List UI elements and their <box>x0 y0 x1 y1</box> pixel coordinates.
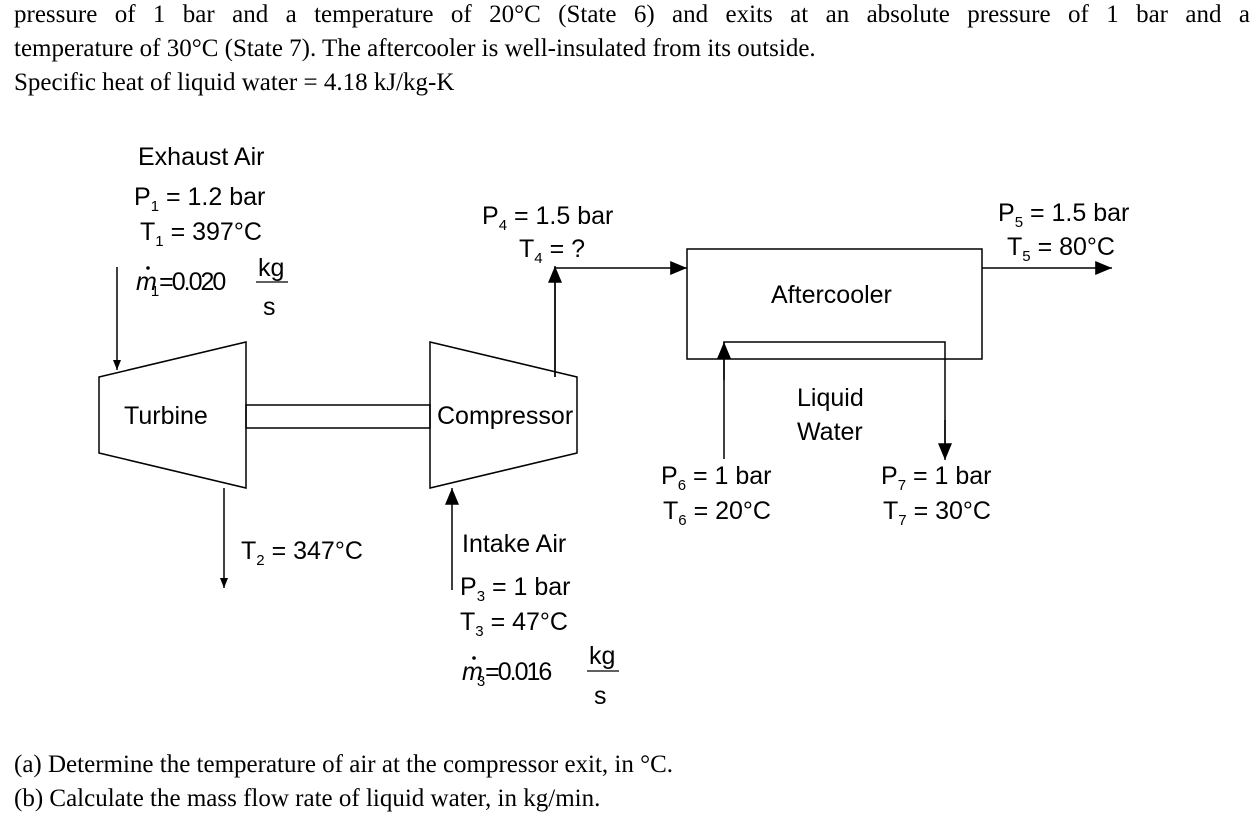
state7-temperature: T7 = 30°C <box>883 497 991 529</box>
water-label-line2: Water <box>797 418 863 446</box>
problem-statement: pressure of 1 bar and a temperature of 2… <box>14 0 1250 100</box>
intake-unit-numerator: kg <box>589 642 615 670</box>
exhaust-temperature: T1 = 397°C <box>140 218 262 250</box>
state2-temperature: T2 = 347°C <box>241 537 363 569</box>
turbine-shape <box>98 341 247 489</box>
state4-pressure: P4 = 1.5 bar <box>482 202 613 234</box>
water-label-line1: Liquid <box>797 384 864 412</box>
exhaust-title: Exhaust Air <box>138 143 264 171</box>
intake-pressure: P3 = 1 bar <box>460 573 571 605</box>
state5-temperature: T5 = 80°C <box>1007 233 1115 265</box>
exhaust-unit-numerator: kg <box>258 254 284 282</box>
intake-temperature: T3 = 47°C <box>460 608 568 640</box>
exhaust-unit-denominator: s <box>263 293 276 321</box>
compressor-shape <box>429 341 578 489</box>
state5-pressure: P5 = 1.5 bar <box>998 199 1129 231</box>
intake-mass-flow: m3=0.016 <box>462 658 551 690</box>
problem-line-3: Specific heat of liquid water = 4.18 kJ/… <box>14 69 455 96</box>
compressor-outlet-line <box>554 261 687 377</box>
aftercooler-box <box>686 248 983 360</box>
problem-line-1: pressure of 1 bar and a temperature of 2… <box>14 1 1250 28</box>
question-a: (a) Determine the temperature of air at … <box>14 751 674 778</box>
turbine-label: Turbine <box>124 402 208 430</box>
compressor-label: Compressor <box>437 402 573 430</box>
intake-m-dot <box>472 656 476 660</box>
exhaust-pressure: P1 = 1.2 bar <box>134 183 265 215</box>
water-coil <box>723 341 946 459</box>
exhaust-mass-flow: m1=0.020 <box>136 268 225 300</box>
state6-pressure: P6 = 1 bar <box>661 462 772 494</box>
problem-line-2: temperature of 30°C (State 7). The after… <box>14 35 816 62</box>
aftercooler-label: Aftercooler <box>771 281 892 309</box>
intake-unit-denominator: s <box>594 682 607 710</box>
state4-temperature: T4 = ? <box>519 235 585 267</box>
shaft <box>245 404 431 429</box>
questions: (a) Determine the temperature of air at … <box>14 748 673 816</box>
state6-temperature: T6 = 20°C <box>663 497 771 529</box>
question-b: (b) Calculate the mass flow rate of liqu… <box>14 785 601 812</box>
state7-pressure: P7 = 1 bar <box>881 462 992 494</box>
exhaust-m-dot <box>146 266 150 270</box>
intake-title: Intake Air <box>462 530 566 558</box>
